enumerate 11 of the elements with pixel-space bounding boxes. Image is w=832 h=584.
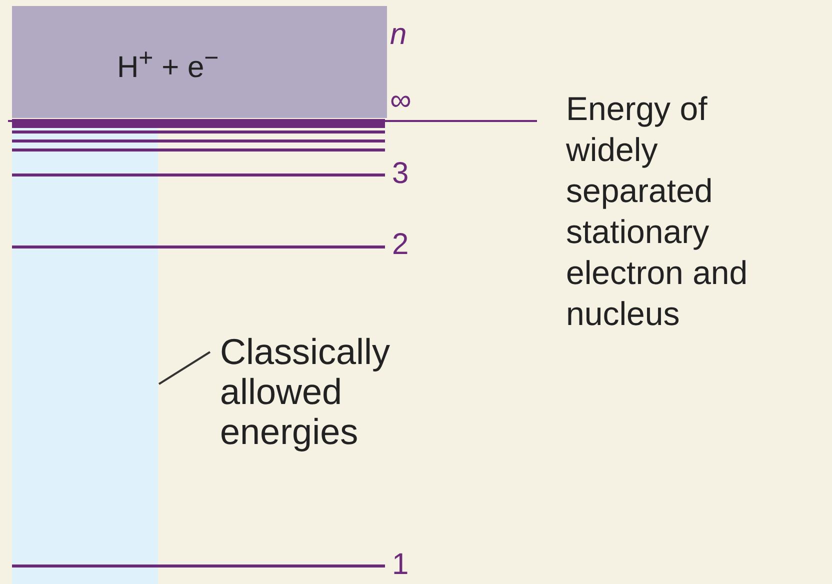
infinity-symbol: ∞	[390, 84, 412, 118]
annotation-text: Energy of widely separated stationary electron and nucleus	[566, 89, 749, 334]
level-number: 1	[392, 548, 409, 582]
level-number: 2	[392, 228, 409, 262]
formula-label: H$^{+}$ + e$^{−}$	[117, 43, 219, 86]
annotation-text: Classically allowed energies	[220, 332, 392, 452]
level-number: 3	[392, 157, 409, 191]
quantum-number-symbol: n	[390, 18, 407, 52]
leader-line	[158, 351, 211, 385]
classical-energy-band	[12, 119, 158, 584]
continuum-band	[12, 6, 387, 118]
